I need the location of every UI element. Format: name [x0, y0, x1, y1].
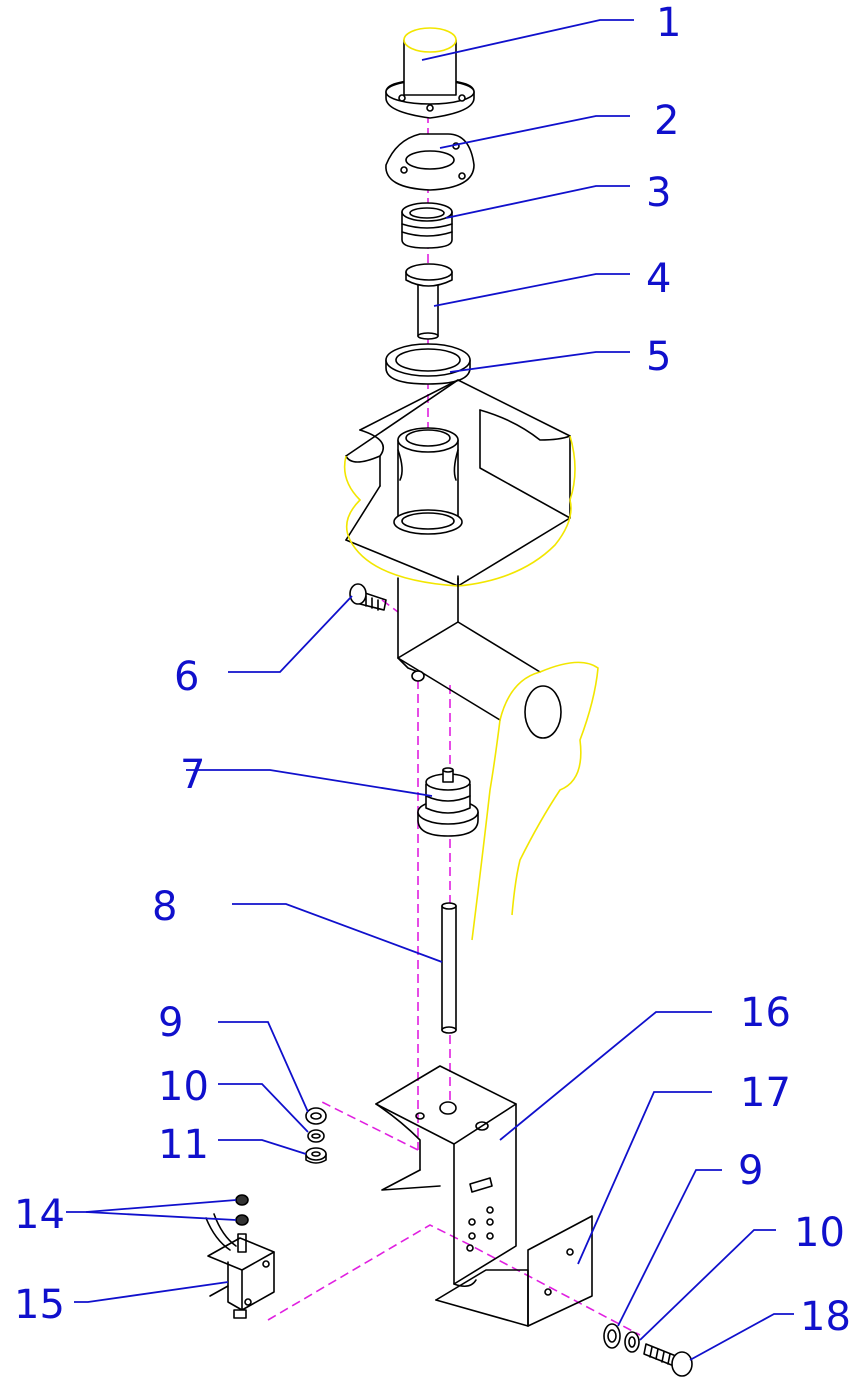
callout-11: 11: [158, 1122, 209, 1168]
callout-8: 8: [152, 884, 177, 930]
callout-2: 2: [654, 98, 679, 144]
part-8-rod: [441, 902, 457, 1034]
frame-body: [343, 379, 576, 587]
part-4-pin: [405, 263, 453, 340]
callout-3: 3: [646, 170, 671, 216]
parts-9-10-11-washers-nut: [305, 1107, 327, 1164]
callout-7: 7: [180, 752, 205, 798]
callout-1: 1: [656, 0, 681, 46]
callout-14: 14: [14, 1192, 65, 1238]
part-16-bracket: [375, 1065, 529, 1327]
part-5-ring: [385, 343, 471, 385]
callout-15: 15: [14, 1282, 65, 1328]
callout-10-left: 10: [158, 1064, 209, 1110]
part-1-tube-flange: [385, 27, 475, 119]
callout-17: 17: [740, 1070, 791, 1116]
callout-4: 4: [646, 256, 671, 302]
callout-9-right: 9: [738, 1148, 763, 1194]
callout-6: 6: [174, 654, 199, 700]
leader-lines: [66, 19, 794, 1361]
part-7-rubber-mount: [417, 767, 479, 837]
callout-16: 16: [740, 990, 791, 1036]
callout-labels: 1 2 3 4 5 6 7 8 9 10 11 14 15 16 17 9 10…: [14, 0, 851, 1340]
callout-9-left: 9: [158, 1000, 183, 1046]
parts-9-10-18-right-fasteners: [603, 1323, 693, 1377]
callout-10-right: 10: [794, 1210, 845, 1256]
part-17-side-plate: [527, 1215, 593, 1327]
part-3-bellows: [401, 202, 453, 249]
part-2-flange-plate: [385, 133, 475, 191]
parts-14-15-switch: [205, 1194, 275, 1319]
frame-lower-bracket: [397, 577, 599, 941]
part-6-bolt: [349, 583, 387, 611]
callout-18: 18: [800, 1294, 851, 1340]
callout-5: 5: [646, 334, 671, 380]
